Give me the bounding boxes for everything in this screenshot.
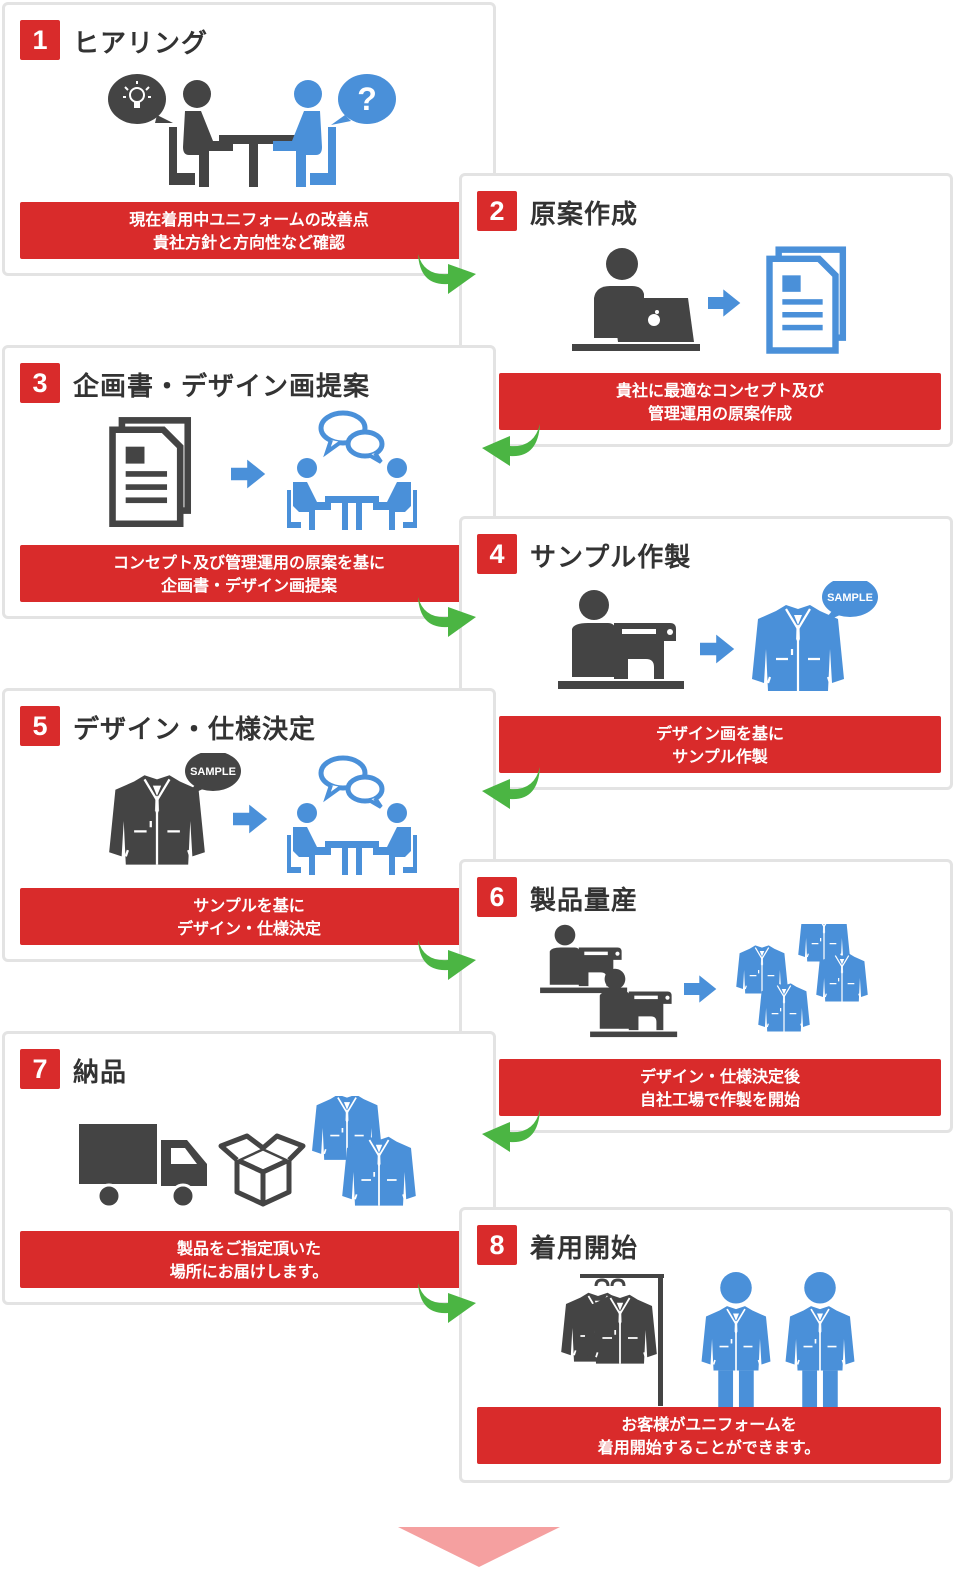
green-arrow-left-2 xyxy=(482,767,540,809)
document-icon xyxy=(113,420,188,523)
step-description: コンセプト及び管理運用の原案を基に企画書・デザイン画提案 xyxy=(20,545,478,602)
meeting-icon xyxy=(169,80,336,187)
truck-icon xyxy=(79,1124,207,1209)
step-5: 5 デザイン・仕様決定 SAMPLE サンプルを基にデザイン・仕様決定 xyxy=(2,688,496,962)
green-arrow-right-3 xyxy=(418,940,476,980)
start-wearing-illustration xyxy=(462,1272,950,1412)
right-arrow-icon xyxy=(233,804,268,834)
delivery-illustration xyxy=(5,1096,493,1226)
step-number: 3 xyxy=(20,363,60,403)
step-description: デザイン画を基にサンプル作製 xyxy=(499,716,941,773)
decision-illustration: SAMPLE xyxy=(5,753,493,883)
right-arrow-icon xyxy=(708,289,741,317)
step-number: 5 xyxy=(20,706,60,746)
draft-illustration xyxy=(462,238,950,368)
step-2: 2 原案作成 貴社に最適なコンセプト及び管理運用の原案作成 xyxy=(459,173,953,447)
step-title: サンプル作製 xyxy=(530,543,692,573)
svg-text:?: ? xyxy=(357,81,377,117)
green-arrow-right-1 xyxy=(418,254,476,294)
step-number: 4 xyxy=(477,534,517,574)
step-description: 製品をご指定頂いた場所にお届けします。 xyxy=(20,1231,478,1288)
step-3: 3 企画書・デザイン画提案 コンセプト及び管理運用の原案を基に企画書・デザイン画… xyxy=(2,345,496,619)
discussion-icon xyxy=(287,758,417,875)
green-arrow-right-4 xyxy=(418,1283,476,1323)
step-description: 現在着用中ユニフォームの改善点貴社方針と方向性など確認 xyxy=(20,202,478,259)
svg-text:SAMPLE: SAMPLE xyxy=(190,766,236,778)
step-title: 着用開始 xyxy=(530,1234,639,1264)
hanger-rack-icon xyxy=(560,1274,664,1406)
step-title: 原案作成 xyxy=(530,200,639,230)
step-7: 7 納品 製品をご指定頂いた場所にお届けします。 xyxy=(2,1031,496,1305)
svg-text:SAMPLE: SAMPLE xyxy=(827,592,873,604)
sample-bubble: SAMPLE xyxy=(185,753,241,797)
step-description: サンプルを基にデザイン・仕様決定 xyxy=(20,888,478,945)
question-icon: ? xyxy=(331,74,396,125)
uniform-person-icon xyxy=(786,1272,855,1410)
green-arrow-left-1 xyxy=(482,424,540,466)
sewing-icon xyxy=(590,968,678,1038)
step-4: 4 サンプル作製 SAMPLE デザイン画を基にサンプル作製 xyxy=(459,516,953,790)
box-icon xyxy=(218,1133,306,1207)
step-6: 6 製品量産 デザイン・仕様決定後自社工場で作製を開始 xyxy=(459,859,953,1133)
step-title: ヒアリング xyxy=(73,29,209,59)
step-description: デザイン・仕様決定後自社工場で作製を開始 xyxy=(499,1059,941,1116)
step-description: お客様がユニフォームを着用開始することができます。 xyxy=(477,1407,941,1464)
green-arrow-left-3 xyxy=(482,1110,540,1152)
right-arrow-icon xyxy=(684,975,717,1003)
right-arrow-icon xyxy=(700,634,735,664)
step-number: 1 xyxy=(20,20,60,60)
discussion-icon xyxy=(287,413,417,530)
jacket-icon xyxy=(735,924,869,1033)
hearing-illustration: ? xyxy=(5,67,493,197)
lightbulb-icon xyxy=(108,74,173,124)
step-1: 1 ヒアリング ? xyxy=(2,2,496,276)
uniform-person-icon xyxy=(702,1272,771,1410)
step-number: 7 xyxy=(20,1049,60,1089)
sample-illustration: SAMPLE xyxy=(462,581,950,711)
step-title: 企画書・デザイン画提案 xyxy=(73,372,371,402)
jacket-icon xyxy=(108,774,206,866)
jacket-icon xyxy=(311,1096,417,1207)
production-illustration xyxy=(462,924,950,1054)
sewing-icon xyxy=(558,590,684,689)
document-icon xyxy=(770,250,843,351)
step-number: 8 xyxy=(477,1225,517,1265)
right-arrow-icon xyxy=(231,459,266,489)
laptop-user-icon xyxy=(572,248,700,351)
green-arrow-right-2 xyxy=(418,597,476,637)
proposal-illustration xyxy=(5,410,493,540)
step-title: 製品量産 xyxy=(530,886,639,916)
step-description: 貴社に最適なコンセプト及び管理運用の原案作成 xyxy=(499,373,941,430)
down-arrow-icon xyxy=(398,1527,560,1567)
step-8: 8 着用開始 お客様がユニフォームを着用開始することができます。 xyxy=(459,1207,953,1483)
step-number: 6 xyxy=(477,877,517,917)
step-title: デザイン・仕様決定 xyxy=(73,715,317,745)
sample-bubble: SAMPLE xyxy=(822,581,878,623)
step-title: 納品 xyxy=(73,1058,128,1088)
step-number: 2 xyxy=(477,191,517,231)
